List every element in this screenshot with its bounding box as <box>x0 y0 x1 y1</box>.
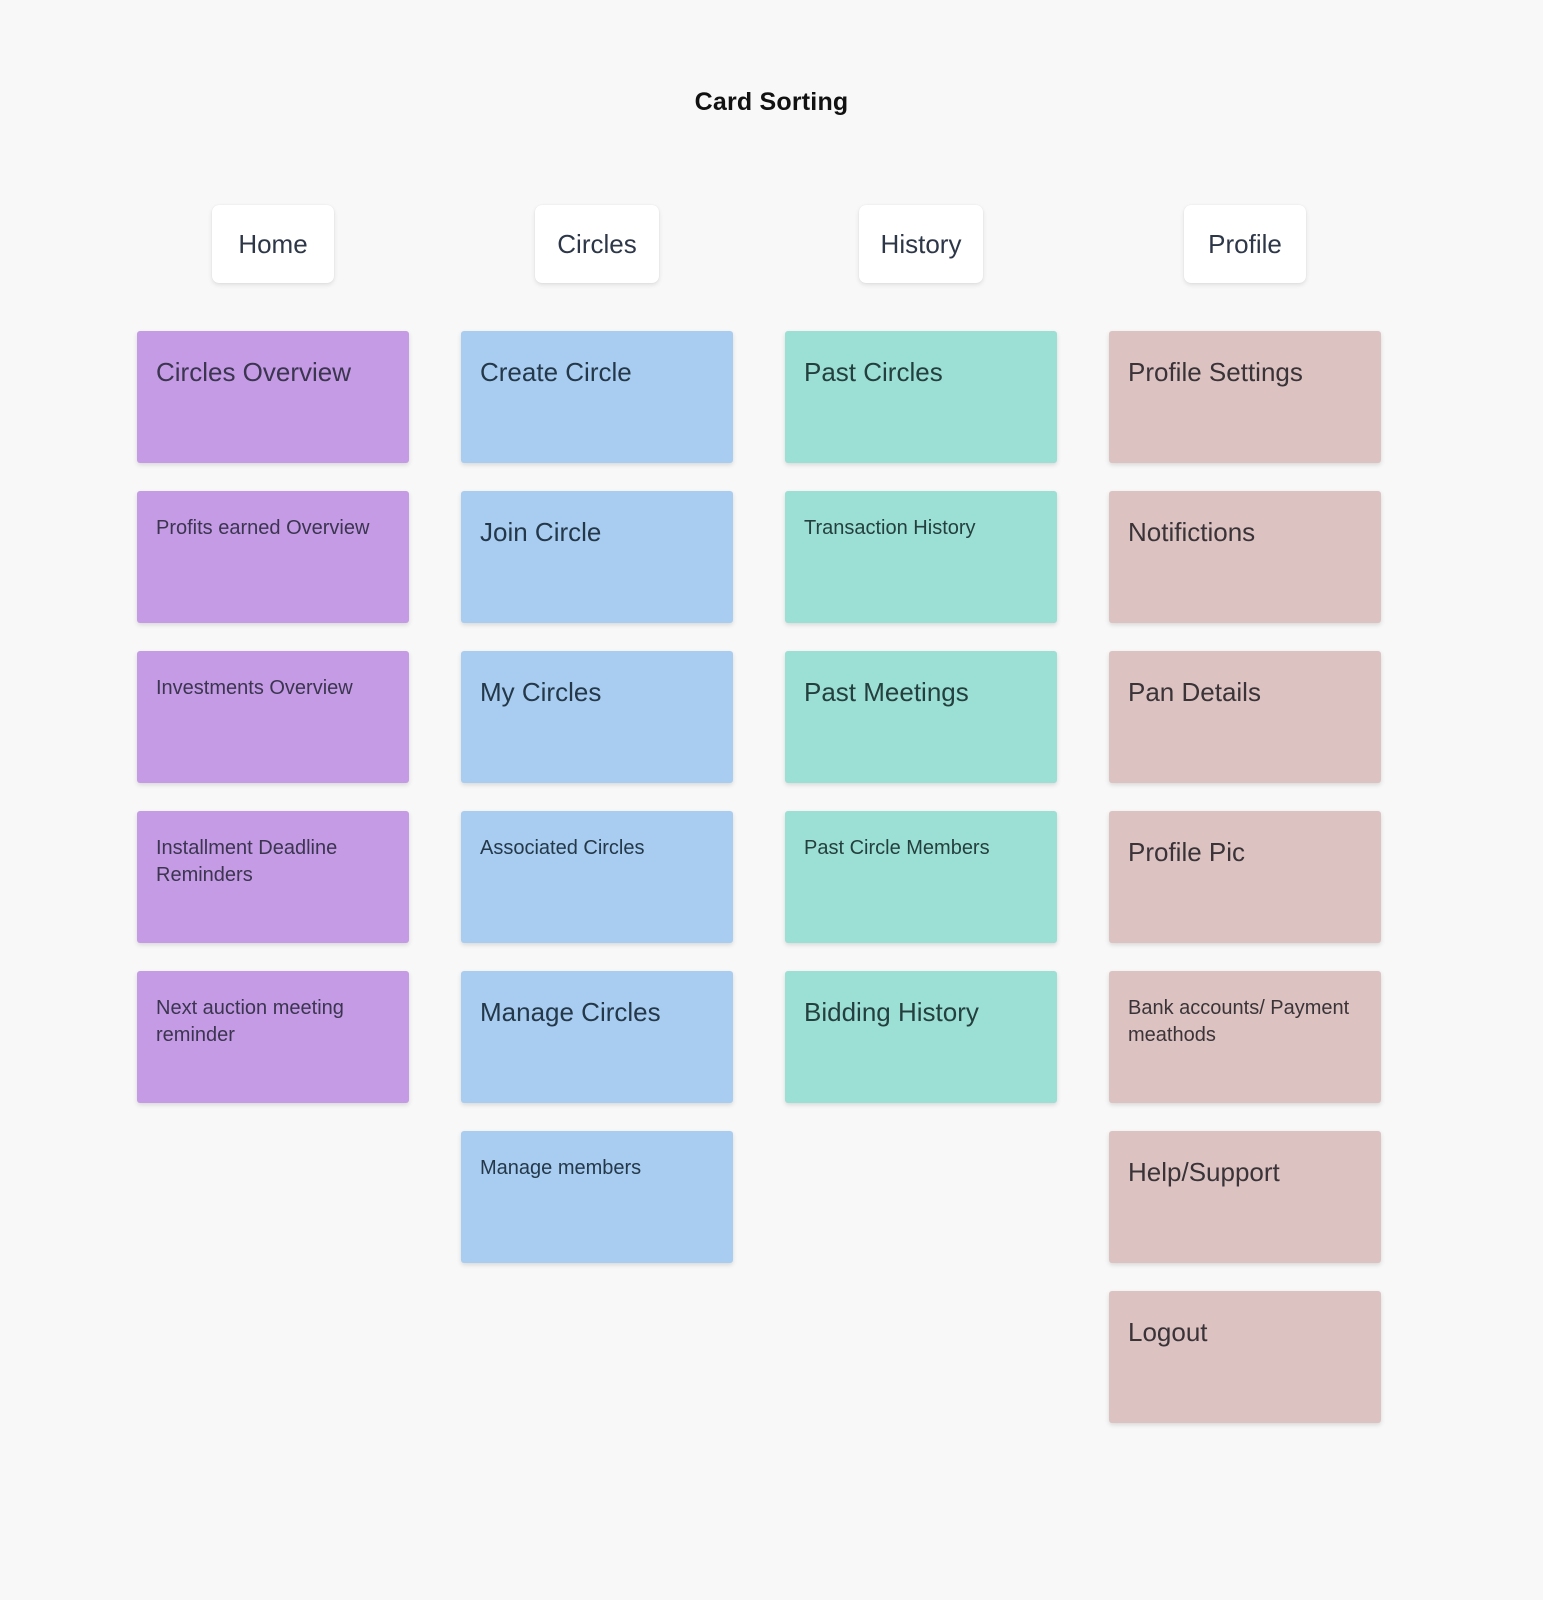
sorting-card-label: Pan Details <box>1128 677 1261 707</box>
column-header-label: Circles <box>557 229 637 259</box>
sorting-card-label: Manage Circles <box>480 997 661 1027</box>
sorting-card[interactable]: Bidding History <box>785 971 1057 1103</box>
column-header-label: History <box>880 229 962 259</box>
sorting-card[interactable]: Associated Circles <box>461 811 733 943</box>
sorting-card[interactable]: Logout <box>1109 1291 1381 1423</box>
sorting-card[interactable]: Profile Pic <box>1109 811 1381 943</box>
column-header-history[interactable]: History <box>858 205 984 283</box>
sorting-card[interactable]: Investments Overview <box>137 651 409 783</box>
column-header-label: Home <box>238 229 308 259</box>
sorting-card-label: Help/Support <box>1128 1157 1280 1187</box>
sorting-card[interactable]: Transaction History <box>785 491 1057 623</box>
sorting-card-label: Past Circle Members <box>804 837 990 859</box>
column-header-profile[interactable]: Profile <box>1184 205 1306 283</box>
sorting-card[interactable]: My Circles <box>461 651 733 783</box>
sorting-card-label: Notifictions <box>1128 517 1256 547</box>
sorting-card[interactable]: Installment Deadline Reminders <box>137 811 409 943</box>
sorting-card-label: Manage members <box>480 1157 642 1179</box>
sorting-card[interactable]: Circles Overview <box>137 331 409 463</box>
sorting-card[interactable]: Join Circle <box>461 491 733 623</box>
sorting-card[interactable]: Profits earned Overview <box>137 491 409 623</box>
sorting-card[interactable]: Past Meetings <box>785 651 1057 783</box>
sorting-card-label: Profits earned Overview <box>156 517 370 539</box>
sorting-card-label: Circles Overview <box>156 357 352 387</box>
sorting-card-label: Past Meetings <box>804 677 969 707</box>
sorting-card[interactable]: Past Circle Members <box>785 811 1057 943</box>
sorting-card-label: Investments Overview <box>156 677 353 699</box>
sorting-card-label: Transaction History <box>804 517 976 539</box>
sorting-card-label: Join Circle <box>480 517 602 547</box>
sorting-card-label: Bidding History <box>804 997 979 1027</box>
sorting-card[interactable]: Pan Details <box>1109 651 1381 783</box>
sorting-card[interactable]: Create Circle <box>461 331 733 463</box>
sorting-card-label: My Circles <box>480 677 602 707</box>
sorting-card[interactable]: Bank accounts/ Payment meathods <box>1109 971 1381 1103</box>
sorting-card[interactable]: Next auction meeting reminder <box>137 971 409 1103</box>
sorting-card-label: Associated Circles <box>480 837 645 859</box>
sorting-card-label: Next auction meeting reminder <box>156 997 344 1046</box>
sorting-card-label: Profile Settings <box>1128 357 1303 387</box>
sorting-card-label: Create Circle <box>480 357 632 387</box>
sorting-card[interactable]: Help/Support <box>1109 1131 1381 1263</box>
sorting-card[interactable]: Manage members <box>461 1131 733 1263</box>
sorting-card-label: Logout <box>1128 1317 1208 1347</box>
sorting-card[interactable]: Profile Settings <box>1109 331 1381 463</box>
column-header-circles[interactable]: Circles <box>535 205 659 283</box>
page-title: Card Sorting <box>694 88 849 116</box>
sorting-card-label: Bank accounts/ Payment meathods <box>1128 997 1350 1046</box>
sorting-card[interactable]: Notifictions <box>1109 491 1381 623</box>
sorting-card[interactable]: Manage Circles <box>461 971 733 1103</box>
column-header-home[interactable]: Home <box>212 205 334 283</box>
sorting-card[interactable]: Past Circles <box>785 331 1057 463</box>
sorting-card-label: Installment Deadline Reminders <box>156 837 338 886</box>
sorting-card-label: Profile Pic <box>1128 837 1246 867</box>
sorting-card-label: Past Circles <box>804 357 943 387</box>
column-header-label: Profile <box>1208 229 1282 259</box>
